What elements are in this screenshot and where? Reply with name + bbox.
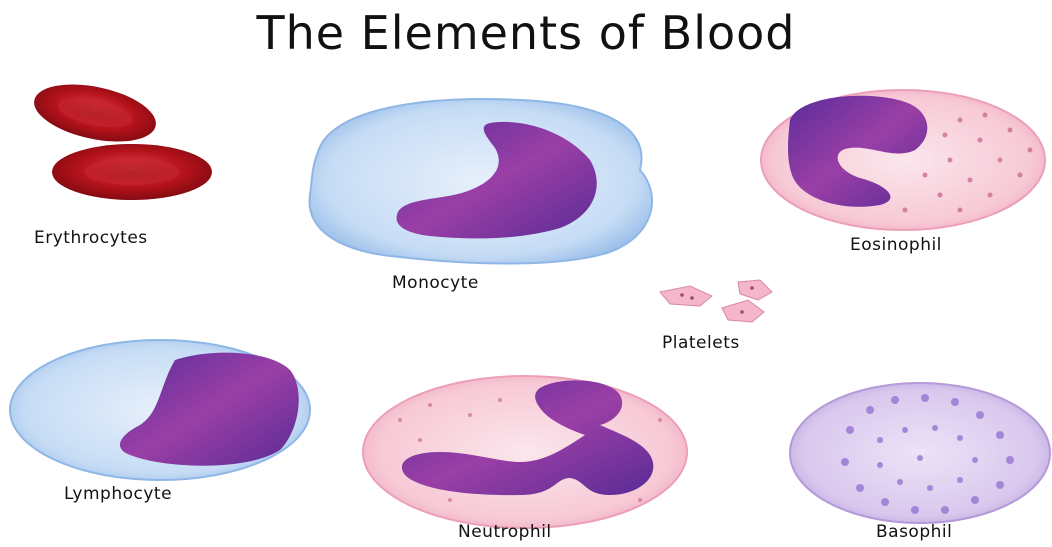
label-neutrophil: Neutrophil [458, 522, 552, 542]
erythrocyte-cell [29, 75, 212, 200]
monocyte-cell [310, 99, 653, 263]
basophil-cell [790, 383, 1050, 523]
label-basophil: Basophil [876, 522, 952, 542]
label-erythrocytes: Erythrocytes [34, 228, 148, 248]
platelets-cluster [660, 280, 772, 322]
neutrophil-cell [363, 376, 687, 528]
label-platelets: Platelets [662, 333, 740, 353]
lymphocyte-cell [10, 340, 310, 480]
label-lymphocyte: Lymphocyte [64, 484, 172, 504]
label-monocyte: Monocyte [392, 273, 479, 293]
eosinophil-cell [761, 90, 1045, 230]
label-eosinophil: Eosinophil [850, 235, 942, 255]
